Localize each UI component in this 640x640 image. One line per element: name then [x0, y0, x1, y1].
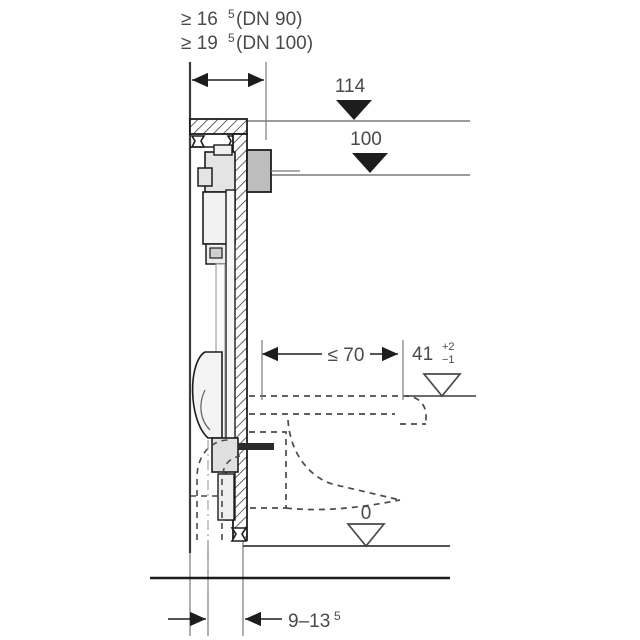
wc-pan-outline: [249, 395, 427, 511]
top-note-dn90-sup: 5: [228, 7, 235, 21]
top-note-dn100-tail: (DN 100): [236, 33, 313, 54]
dim-70-label-bg: [322, 342, 370, 364]
top-note-dn90: ≥ 16 5 (DN 90): [181, 7, 303, 30]
level-triangle-icon-0: [346, 523, 386, 548]
dim-41-label: 41: [412, 344, 433, 365]
datum-0-label: 0: [361, 503, 372, 524]
dim-bottom: 9–13 5: [168, 609, 341, 632]
dim-114-label: 114: [335, 76, 366, 97]
top-note-dn100-sup: 5: [228, 31, 235, 45]
soil-pipe-dashed: [190, 439, 241, 540]
level-triangle-icon-41: [422, 373, 462, 398]
flush-mechanism: [211, 437, 239, 473]
pan-connector: [238, 443, 274, 450]
cistern-tank-inner-curve: [200, 389, 211, 431]
dim-100: 100: [266, 129, 470, 176]
anchor-icon-floor: [230, 527, 248, 542]
anchor-icon-left: [190, 135, 206, 148]
dim-100-label: 100: [350, 129, 382, 150]
flush-outlet-pipe: [217, 473, 235, 521]
dim-41-upper-tol: +2: [442, 341, 455, 353]
datum-0: 0: [243, 503, 450, 548]
flush-valve-block: [246, 149, 272, 193]
top-note-dn90-text: ≥ 16: [181, 9, 218, 30]
cistern-left-arm: [197, 167, 213, 187]
dim-bottom-sup: 5: [334, 609, 341, 623]
top-note-dn90-tail: (DN 90): [236, 9, 303, 30]
dim-41-lower-tol: −1: [442, 354, 455, 366]
dim-114: 114: [240, 76, 470, 122]
dim-100-triangle-icon: [352, 153, 388, 173]
cistern-assembly: [191, 144, 300, 542]
dim-70: ≤ 70: [261, 340, 404, 400]
dim-bottom-label: 9–13: [288, 611, 330, 632]
cistern-valve-seat: [209, 247, 223, 259]
dim-114-triangle-icon: [336, 100, 372, 120]
cistern-tank-lower: [191, 351, 223, 439]
dim-70-label: ≤ 70: [328, 345, 365, 366]
dim-41: 41 +2 −1: [406, 341, 476, 398]
top-note-dn100-text: ≥ 19: [181, 33, 218, 54]
cistern-inlet-neck: [213, 144, 233, 156]
top-note-dn100: ≥ 19 5 (DN 100): [181, 31, 313, 54]
